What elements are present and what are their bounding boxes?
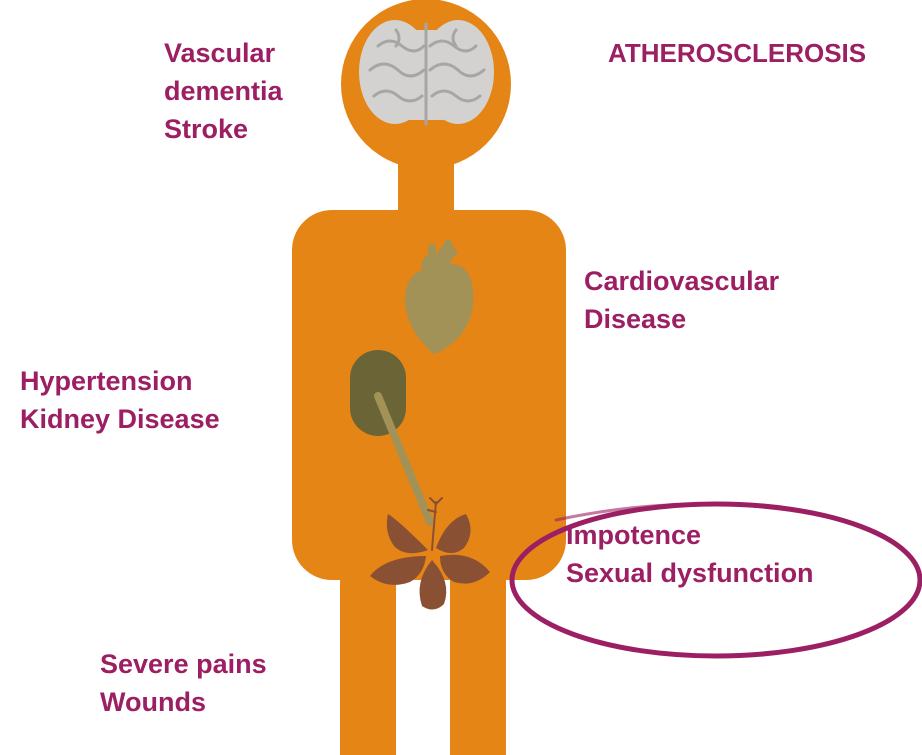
legs-condition-label: Severe pains Wounds bbox=[100, 645, 267, 721]
label-line: Impotence bbox=[566, 516, 814, 554]
genital-condition-label: Impotence Sexual dysfunction bbox=[566, 516, 814, 592]
neck bbox=[398, 150, 454, 220]
label-line: Wounds bbox=[100, 683, 267, 721]
label-line: Severe pains bbox=[100, 645, 267, 683]
page-title: ATHEROSCLEROSIS bbox=[608, 34, 866, 72]
brain-icon bbox=[359, 20, 494, 124]
brain-condition-label: Vascular dementia Stroke bbox=[164, 34, 283, 148]
label-line: Disease bbox=[584, 300, 779, 338]
label-line: Vascular bbox=[164, 34, 283, 72]
label-line: Cardiovascular bbox=[584, 262, 779, 300]
label-line: Stroke bbox=[164, 110, 283, 148]
heart-condition-label: Cardiovascular Disease bbox=[584, 262, 779, 338]
label-line: Sexual dysfunction bbox=[566, 554, 814, 592]
label-line: Hypertension bbox=[20, 362, 220, 400]
label-line: dementia bbox=[164, 72, 283, 110]
label-line: Kidney Disease bbox=[20, 400, 220, 438]
kidney-condition-label: Hypertension Kidney Disease bbox=[20, 362, 220, 438]
